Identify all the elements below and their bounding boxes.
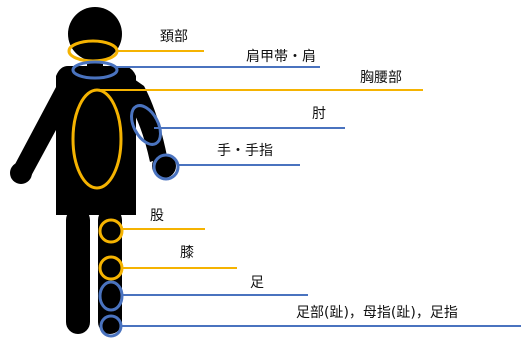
- knee-label: 膝: [180, 245, 194, 261]
- hand-marker: [152, 153, 180, 181]
- elbow-marker: [130, 104, 162, 146]
- figure-left-arm: [13, 72, 82, 178]
- human-figure: [10, 7, 176, 334]
- figure-left-hand: [10, 162, 32, 184]
- elbow-label: 肘: [312, 106, 326, 122]
- chest-waist-label: 胸腰部: [360, 70, 402, 86]
- toes-label: 足部(趾)，母指(趾)，足指: [296, 305, 458, 321]
- hand-label: 手・手指: [217, 143, 273, 159]
- foot-label: 足: [250, 275, 264, 291]
- figure-head: [68, 7, 122, 61]
- neck-label: 頚部: [160, 29, 188, 45]
- hip-label: 股: [150, 208, 164, 224]
- figure-torso: [56, 66, 136, 215]
- figure-left-leg: [66, 208, 90, 334]
- figure-right-arm: [124, 72, 167, 162]
- shoulder-label: 肩甲帯・肩: [246, 49, 316, 65]
- shoulder-marker: [71, 60, 119, 80]
- hip-marker: [98, 218, 124, 244]
